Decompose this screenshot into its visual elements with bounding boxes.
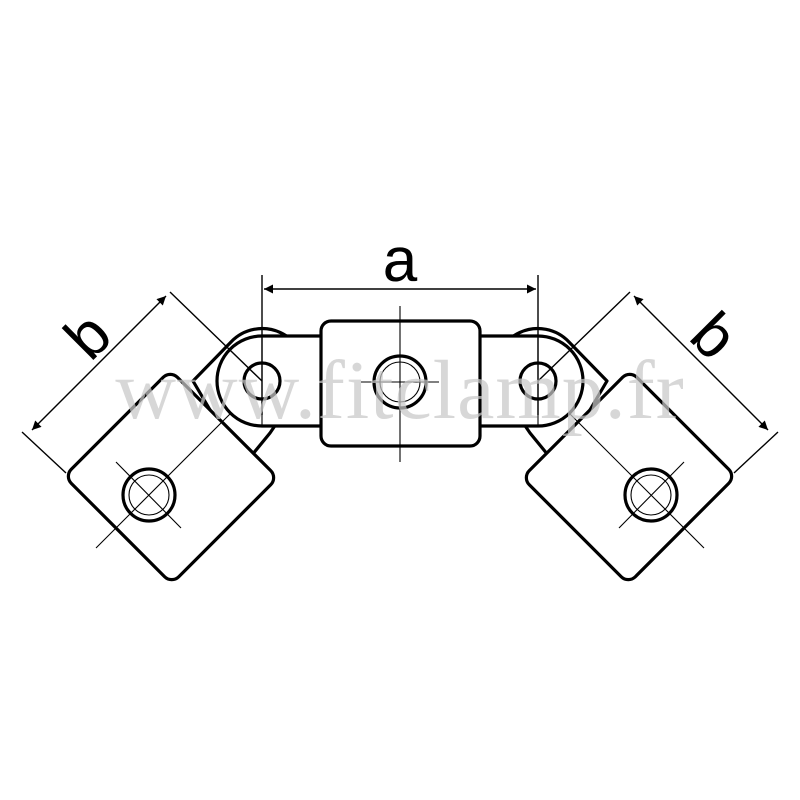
dimension-a: a (261, 226, 539, 415)
dimension-b-right-extension-top (537, 291, 631, 382)
dimension-b-right-label: b (677, 300, 750, 373)
right-tube-bore-inner (630, 474, 672, 516)
dimension-b-right-line (633, 295, 769, 431)
dimension-a-label: a (383, 226, 418, 295)
dimension-b-right-extension-bottom (733, 431, 779, 474)
watermark-text: www.fitclamp.fr (115, 344, 684, 437)
dimension-b-left-extension-bottom (21, 431, 67, 474)
dimension-b-left-label: b (52, 300, 125, 373)
left-bore-centerline-1 (95, 397, 247, 549)
dimension-b-left-extension-top (169, 291, 263, 382)
right-bore-centerline-1 (553, 397, 705, 549)
left-tube-bore-inner (128, 474, 170, 516)
center-assembly (215, 306, 585, 462)
dimension-b-left-line (31, 295, 167, 431)
left-bore-centerline-2 (115, 461, 182, 529)
right-bore-centerline-2 (618, 461, 685, 529)
